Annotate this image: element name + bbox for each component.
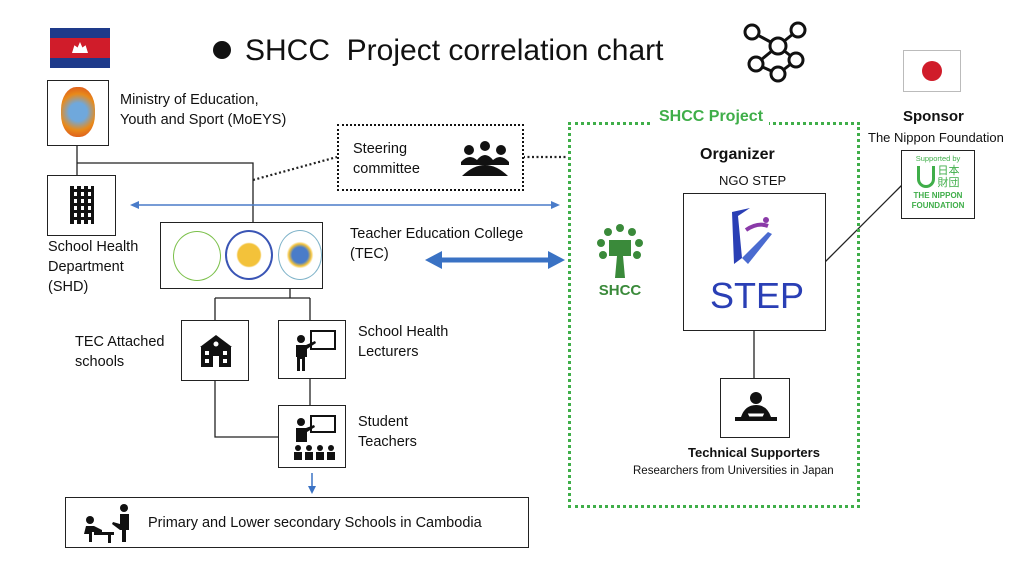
nippon-logo-kanji: 日本 財団: [937, 165, 960, 189]
steering-dotted-line-left: [252, 155, 338, 182]
thin-blue-double-arrow: [130, 201, 560, 209]
nippon-foundation-logo: Supported by 日本 財団 THE NIPPON FOUNDATION: [901, 150, 975, 219]
blue-down-arrow: [308, 473, 316, 494]
moeys-tec-line: [77, 162, 254, 222]
lecturers-label: School Health Lecturers: [358, 324, 449, 360]
steering-label: Steering committee: [353, 141, 420, 177]
step-sponsor-line: [824, 184, 903, 263]
school-icon: [200, 335, 232, 367]
nippon-logo-top: Supported by: [915, 154, 961, 163]
tec-box: [160, 222, 323, 289]
organizer-name: NGO STEP: [719, 173, 787, 188]
shcc-logo: SHCC: [588, 222, 652, 306]
network-icon: [743, 21, 807, 83]
moeys-emblem-icon: [61, 87, 95, 137]
teacher-icon: [296, 330, 336, 371]
title-bullet: [213, 41, 231, 59]
tec-label: Teacher Education College (TEC): [350, 226, 524, 262]
building-icon: [70, 186, 94, 224]
moeys-box: [47, 80, 109, 146]
tec-logo-seal: [225, 230, 273, 280]
sponsor-name: The Nippon Foundation: [868, 130, 1004, 145]
step-box: STEP: [683, 193, 826, 331]
nippon-logo-name: THE NIPPON FOUNDATION: [911, 191, 965, 210]
page-title: SHCC Project correlation chart: [245, 34, 664, 67]
sponsor-label: Sponsor: [903, 108, 964, 125]
step-logo-text: STEP: [710, 275, 805, 316]
thick-blue-double-arrow: [425, 251, 565, 269]
japan-flag-icon: [903, 50, 961, 92]
shcc-project-label: SHCC Project: [653, 107, 770, 127]
shd-box: [47, 175, 116, 236]
primary-schools-box: Primary and Lower secondary Schools in C…: [65, 497, 529, 548]
tec-logo-blank: [173, 231, 221, 281]
students-label: Student Teachers: [358, 414, 417, 450]
organizer-label: Organizer: [700, 146, 775, 163]
meeting-people-icon: [461, 141, 509, 176]
technical-supporters-box: [720, 378, 790, 438]
technical-supporters-desc: Researchers from Universities in Japan: [633, 465, 834, 477]
researcher-desk-icon: [735, 392, 777, 421]
steering-committee-box: Steering committee: [337, 124, 524, 191]
shcc-logo-text: SHCC: [598, 282, 642, 299]
step-logo-icon: [732, 208, 772, 264]
tec-attached-label: TEC Attached schools: [75, 334, 165, 370]
tec-attached-box: [181, 320, 249, 381]
shd-label: School Health Department (SHD): [48, 239, 139, 295]
tree-book-icon: [597, 224, 643, 278]
tec-branch-line: [214, 288, 311, 320]
nippon-face-icon: [916, 166, 935, 188]
teacher-student-desk-icon: [84, 504, 129, 543]
lecturers-box: [278, 320, 346, 379]
primary-schools-label: Primary and Lower secondary Schools in C…: [148, 515, 482, 531]
technical-supporters-label: Technical Supporters: [688, 445, 820, 460]
student-teachers-box: [278, 405, 346, 468]
cambodia-flag-icon: [50, 28, 110, 68]
classroom-icon: [294, 415, 336, 460]
moeys-label: Ministry of Education, Youth and Sport (…: [120, 92, 287, 128]
tec-logo-seal-2: [278, 230, 322, 280]
attached-student-line: [214, 380, 278, 438]
